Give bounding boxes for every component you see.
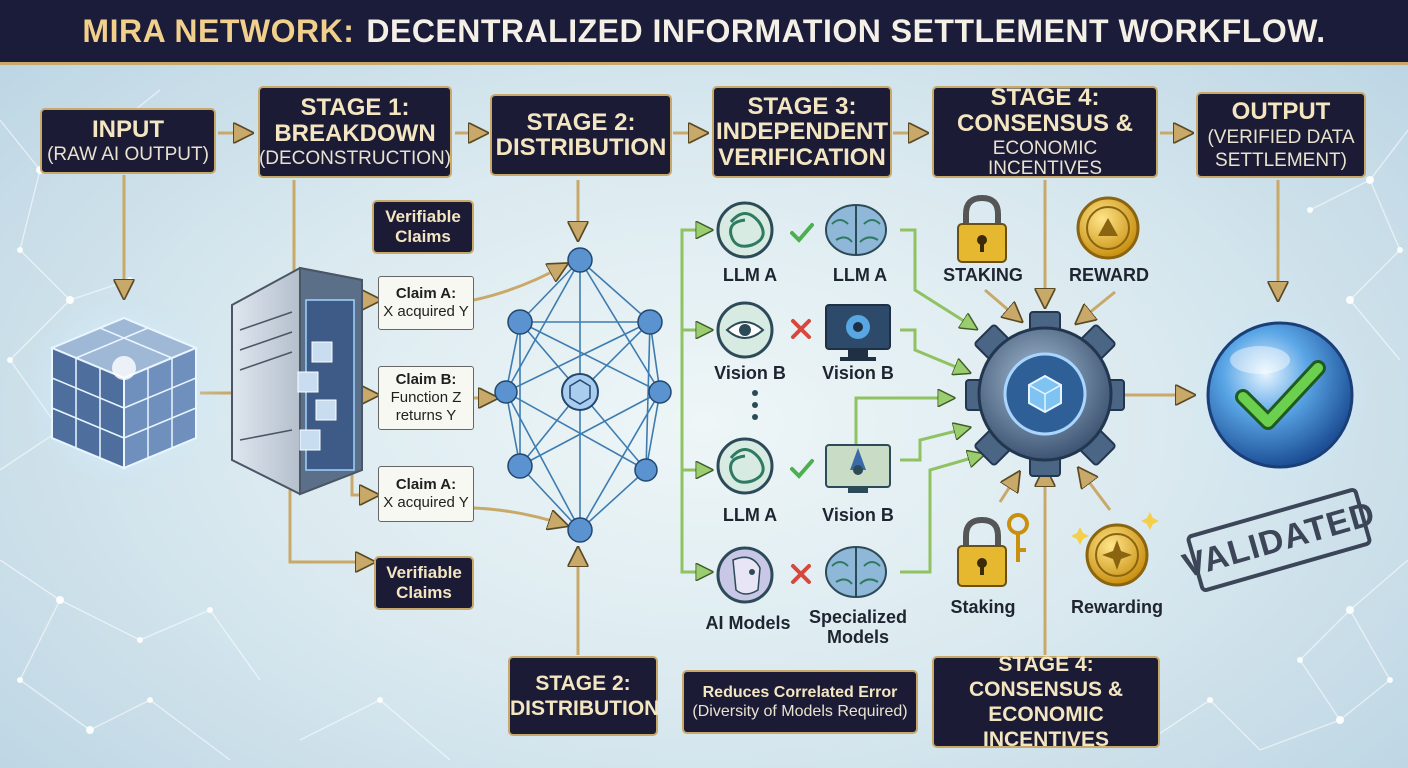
server-icon — [231, 266, 363, 496]
stage-2-bottom-box: STAGE 2: DISTRIBUTION — [508, 656, 660, 736]
model-label: LLM A — [722, 265, 778, 285]
stage-input-box: INPUT (RAW AI OUTPUT) — [40, 108, 216, 174]
check-icon — [790, 223, 814, 479]
reward-label-top: REWARD — [1069, 265, 1149, 285]
verifiable-claims-top-2: Claims — [395, 227, 451, 246]
stage-4-box: STAGE 4: CONSENSUS & ECONOMIC INCENTIVES — [932, 84, 1158, 179]
reward-label-bottom: Rewarding — [1070, 597, 1163, 617]
stage-output-box: OUTPUT (VERIFIED DATA SETTLEMENT) — [1196, 92, 1366, 178]
globe-check-icon — [1190, 305, 1370, 485]
verifiable-claims-top-1: Verifiable — [385, 206, 461, 226]
title-part-1: MIRA NETWORK: — [82, 12, 355, 49]
claim-title: Claim A: — [395, 476, 457, 494]
stage-output-sub-2: SETTLEMENT) — [1215, 149, 1347, 171]
title-part-2: DECENTRALIZED INFORMATION SETTLEMENT WOR… — [366, 12, 1326, 49]
brain-chip-icon — [825, 204, 887, 256]
verifiable-claims-bottom: Verifiable Claims — [374, 556, 474, 610]
correlated-error-line-1: Reduces Correlated Error — [702, 683, 898, 701]
stage-2-heading: STAGE 2: — [526, 108, 636, 136]
model-label-line-2: Models — [826, 626, 889, 647]
correlated-error-line-2: (Diversity of Models Required) — [692, 703, 908, 720]
model-label: Vision B — [714, 363, 786, 383]
verifiable-claims-bottom-2: Claims — [396, 583, 452, 602]
robot-head-icon — [716, 546, 774, 604]
claim-card: Claim A: X acquired Y — [378, 276, 474, 330]
model-label: LLM A — [832, 265, 888, 285]
lock-icon — [957, 516, 1007, 587]
stage-1-heading: STAGE 1: — [300, 94, 410, 122]
stage-4-sub: ECONOMIC INCENTIVES — [987, 137, 1103, 179]
claim-body: Function Z — [390, 389, 462, 407]
stage-3-box: STAGE 3: INDEPENDENT VERIFICATION — [712, 86, 892, 178]
claim-title: Claim A: — [395, 285, 457, 303]
model-arrows — [680, 230, 982, 572]
eye-icon — [716, 301, 774, 359]
gear-icon — [965, 311, 1125, 477]
stage-1-sub: (DECONSTRUCTION) — [258, 147, 452, 169]
network-graph-icon — [494, 247, 672, 543]
llm-knot-icon — [716, 437, 774, 495]
vision-device-icon — [825, 444, 891, 493]
stage-4-bottom-3: ECONOMIC INCENTIVES — [982, 703, 1110, 752]
monitor-icon — [825, 304, 891, 361]
stage-3-heading-3: VERIFICATION — [718, 143, 886, 171]
stage-4-bottom-2: CONSENSUS & — [968, 677, 1124, 701]
model-label: AI Models — [705, 613, 791, 633]
stage-output-heading: OUTPUT — [1231, 98, 1331, 126]
staking-label-top: STAKING — [943, 265, 1023, 285]
stage-4-heading: STAGE 4: — [990, 84, 1100, 112]
staking-label-bottom: Staking — [950, 597, 1016, 617]
stage-output-sub: (VERIFIED DATA — [1207, 126, 1355, 148]
stage-4-bottom-1: STAGE 4: — [998, 652, 1094, 676]
claim-body: X acquired Y — [383, 494, 469, 511]
claim-title: Claim B: — [395, 371, 457, 389]
stage-2-bottom-2: DISTRIBUTION — [510, 697, 660, 720]
stage-4-heading-2: CONSENSUS & — [956, 109, 1134, 137]
llm-knot-icon — [716, 201, 774, 259]
stage-input-heading: INPUT — [92, 115, 164, 143]
claim-card: Claim B: Function Z returns Y — [378, 366, 474, 430]
stage-3-heading-2: INDEPENDENT — [715, 118, 889, 146]
stage-1-box: STAGE 1: BREAKDOWN (DECONSTRUCTION) — [258, 86, 452, 178]
stage-1-heading-2: BREAKDOWN — [274, 119, 436, 147]
brain-chip-icon — [825, 546, 887, 598]
claim-card: Claim A: X acquired Y — [378, 466, 474, 522]
claim-body: X acquired Y — [383, 303, 469, 320]
stage-2-box: STAGE 2: DISTRIBUTION — [490, 94, 672, 176]
verifiable-claims-bottom-1: Verifiable — [386, 562, 462, 582]
model-label: Vision B — [822, 363, 894, 383]
stage-input-sub: (RAW AI OUTPUT) — [47, 144, 209, 166]
cross-icon — [791, 319, 811, 584]
coin-icon — [1071, 512, 1159, 587]
model-label-specialized: Specialized Models — [800, 607, 916, 648]
model-label-line-1: Specialized — [808, 607, 908, 627]
model-label: Vision B — [822, 505, 894, 525]
stage-4-bottom-box: STAGE 4: CONSENSUS & ECONOMIC INCENTIVES — [932, 653, 1160, 751]
claim-body-2: returns Y — [395, 406, 457, 424]
coin-icon — [1076, 196, 1140, 260]
ellipsis-dots — [752, 390, 758, 420]
title-banner: MIRA NETWORK: DECENTRALIZED INFORMATION … — [0, 0, 1408, 65]
stage-2-bottom-1: STAGE 2: — [535, 671, 631, 695]
stage-2-heading-2: DISTRIBUTION — [495, 134, 667, 161]
stage-3-heading: STAGE 3: — [747, 93, 857, 121]
model-label: LLM A — [722, 505, 778, 525]
data-cube-icon — [24, 292, 224, 492]
verifiable-claims-top: Verifiable Claims — [372, 200, 474, 254]
correlated-error-box: Reduces Correlated Error (Diversity of M… — [682, 670, 918, 734]
lock-icon — [957, 194, 1007, 263]
key-icon — [1007, 513, 1029, 562]
